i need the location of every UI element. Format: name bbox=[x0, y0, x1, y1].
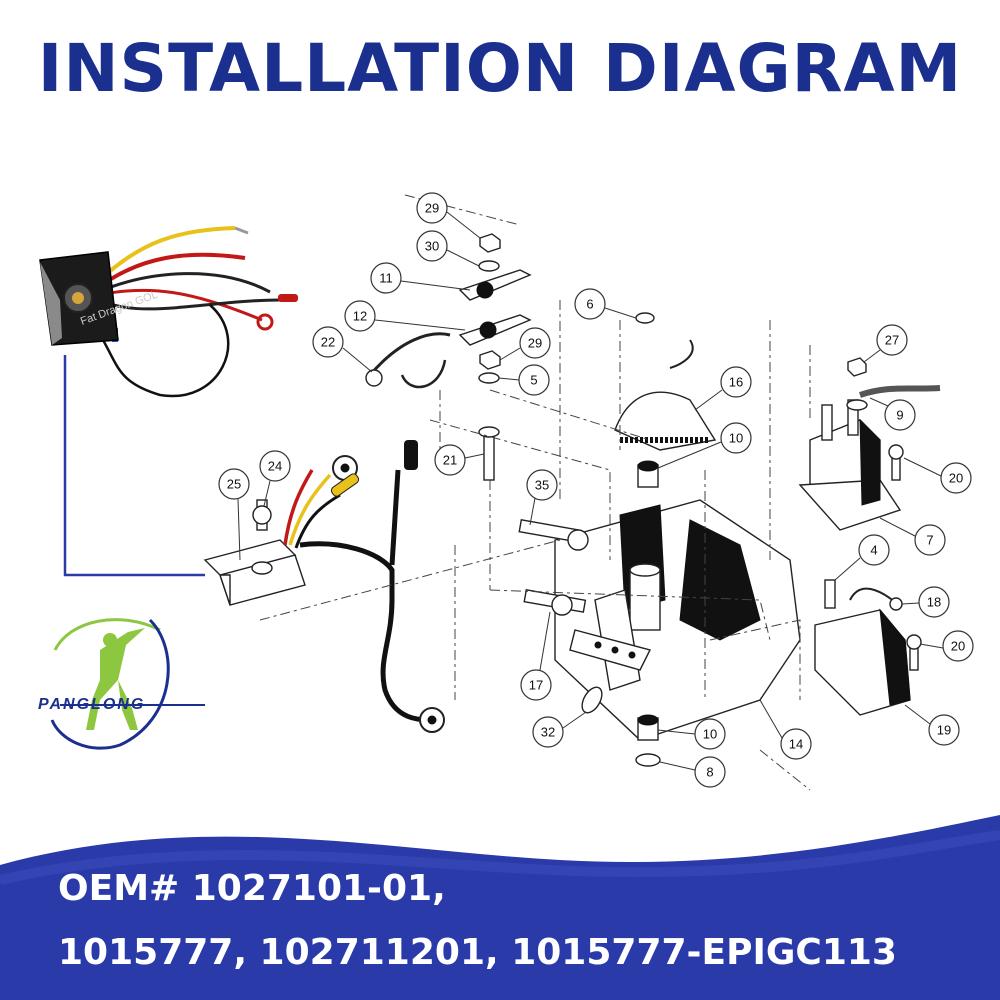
callout-32: 32 bbox=[532, 711, 587, 748]
connector-line bbox=[63, 355, 205, 577]
page-title: INSTALLATION DIAGRAM bbox=[37, 30, 963, 107]
callout-19: 19 bbox=[904, 704, 960, 746]
callout-5: 5 bbox=[498, 364, 550, 396]
svg-text:17: 17 bbox=[529, 678, 543, 693]
callout-11: 11 bbox=[370, 262, 471, 294]
svg-text:18: 18 bbox=[927, 595, 941, 610]
callout-6: 6 bbox=[574, 288, 637, 320]
svg-text:6: 6 bbox=[586, 297, 593, 312]
svg-text:4: 4 bbox=[870, 543, 877, 558]
svg-text:8: 8 bbox=[706, 765, 713, 780]
callout-35: 35 bbox=[526, 469, 558, 526]
svg-text:22: 22 bbox=[321, 335, 335, 350]
callout-4: 4 bbox=[834, 534, 890, 581]
dash-lines bbox=[259, 194, 811, 791]
fuse-block bbox=[814, 579, 922, 716]
svg-text:11: 11 bbox=[379, 271, 393, 286]
product-photo: Fat Dragon GOL bbox=[39, 226, 298, 398]
callouts: 29 30 11 12 22 29 5 6 16 10 21 35 27 9 2… bbox=[218, 192, 974, 788]
solenoid bbox=[798, 357, 941, 531]
callout-10a: 10 bbox=[657, 422, 752, 469]
callout-12: 12 bbox=[344, 300, 466, 332]
callout-27: 27 bbox=[863, 324, 908, 363]
callout-16: 16 bbox=[694, 366, 752, 411]
svg-text:27: 27 bbox=[885, 333, 899, 348]
svg-text:10: 10 bbox=[729, 431, 743, 446]
svg-text:16: 16 bbox=[729, 375, 743, 390]
callout-20a: 20 bbox=[903, 457, 972, 494]
callout-30: 30 bbox=[416, 230, 480, 267]
callout-7: 7 bbox=[879, 517, 946, 556]
svg-text:5: 5 bbox=[530, 373, 537, 388]
cover-assembly bbox=[614, 312, 717, 767]
callout-18: 18 bbox=[901, 586, 950, 618]
svg-text:20: 20 bbox=[949, 471, 963, 486]
callout-9: 9 bbox=[869, 397, 916, 431]
callout-14: 14 bbox=[759, 699, 812, 760]
callout-20b: 20 bbox=[919, 630, 974, 662]
svg-text:21: 21 bbox=[443, 453, 457, 468]
svg-text:29: 29 bbox=[528, 336, 542, 351]
svg-text:9: 9 bbox=[896, 408, 903, 423]
callout-22: 22 bbox=[312, 326, 373, 373]
svg-text:7: 7 bbox=[926, 533, 933, 548]
svg-text:14: 14 bbox=[789, 737, 803, 752]
svg-text:20: 20 bbox=[951, 639, 965, 654]
svg-text:32: 32 bbox=[541, 725, 555, 740]
callout-10b: 10 bbox=[657, 718, 726, 750]
regulator-module bbox=[203, 440, 445, 733]
callout-8: 8 bbox=[659, 756, 726, 788]
golfer-logo-icon bbox=[50, 618, 205, 750]
callout-17: 17 bbox=[520, 611, 552, 701]
oem-line-1: OEM# 1027101-01, bbox=[58, 868, 446, 909]
svg-text:12: 12 bbox=[353, 309, 367, 324]
svg-text:19: 19 bbox=[937, 723, 951, 738]
svg-text:35: 35 bbox=[535, 478, 549, 493]
svg-text:25: 25 bbox=[227, 477, 241, 492]
brand-logo-text: PANGLONG bbox=[38, 696, 146, 713]
bottom-banner bbox=[0, 815, 1000, 1000]
svg-text:29: 29 bbox=[425, 201, 439, 216]
controller-box bbox=[518, 499, 801, 741]
callout-21: 21 bbox=[434, 444, 485, 476]
oem-line-2: 1015777, 102711201, 1015777-EPIGC113 bbox=[58, 932, 897, 973]
callout-25: 25 bbox=[218, 468, 250, 561]
svg-text:10: 10 bbox=[703, 727, 717, 742]
callout-29a: 29 bbox=[416, 192, 481, 239]
svg-text:30: 30 bbox=[425, 239, 439, 254]
upper-hardware bbox=[365, 233, 532, 481]
callout-24: 24 bbox=[259, 450, 291, 507]
callout-29b: 29 bbox=[499, 327, 551, 361]
svg-text:24: 24 bbox=[268, 459, 282, 474]
